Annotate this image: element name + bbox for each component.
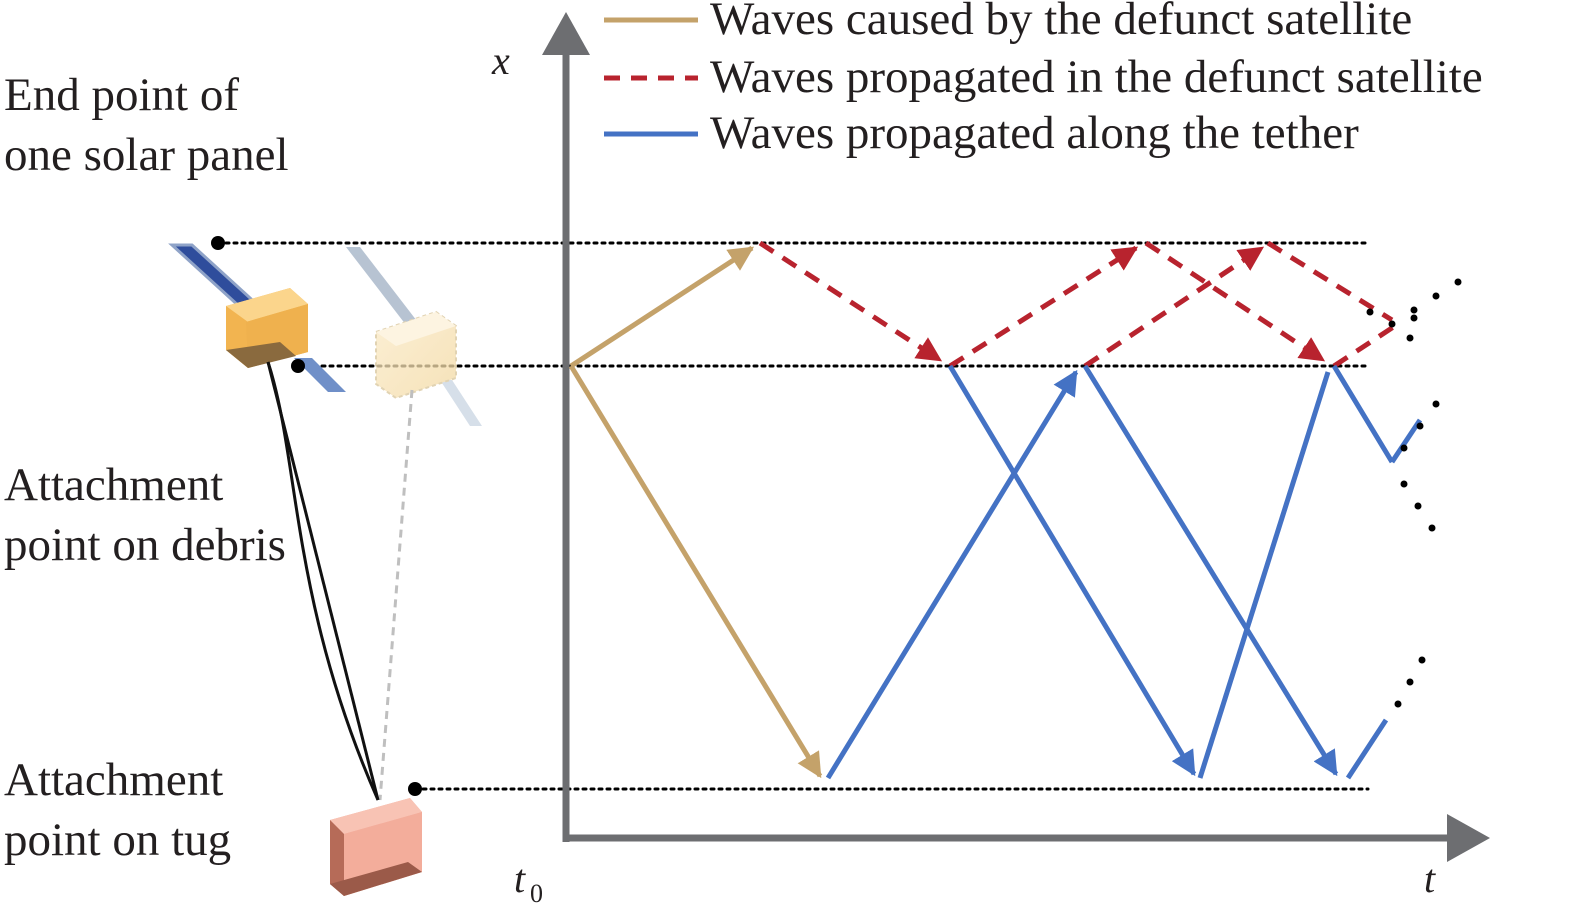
satellite-internal-waves bbox=[758, 240, 1400, 369]
blue-wave-4 bbox=[1197, 371, 1331, 779]
blue-wave-6 bbox=[1389, 418, 1423, 464]
red-wave-3 bbox=[1144, 240, 1326, 363]
solar-panel-end-dot bbox=[211, 236, 225, 250]
red-wave-1 bbox=[758, 240, 943, 363]
defunct-satellite bbox=[168, 243, 380, 801]
blue-wave-2 bbox=[947, 364, 1197, 777]
continuation-dots bbox=[1366, 278, 1462, 708]
reference-lines bbox=[216, 241, 1370, 791]
tug-attach-label-line2: point on tug bbox=[4, 814, 231, 866]
tug-attachment-dot bbox=[408, 782, 422, 796]
red-wave-6 bbox=[1332, 321, 1400, 369]
blue-wave-7 bbox=[1345, 718, 1389, 780]
debris-attachment-dot bbox=[291, 359, 305, 373]
legend-item-tether-waves: Waves propagated along the tether bbox=[604, 107, 1359, 159]
t0-label: t bbox=[514, 856, 526, 901]
tan-wave-up bbox=[569, 245, 755, 369]
legend: Waves caused by the defunct satellite Wa… bbox=[604, 0, 1483, 159]
end-point-label-line2: one solar panel bbox=[4, 129, 289, 181]
t0-subscript: 0 bbox=[530, 879, 543, 908]
tug-attach-label-line1: Attachment bbox=[4, 754, 223, 806]
red-wave-4 bbox=[1083, 245, 1265, 369]
end-point-label-line1: End point of bbox=[4, 69, 239, 121]
t-axis-label: t bbox=[1424, 856, 1436, 901]
side-labels: End point of one solar panel Attachment … bbox=[4, 69, 289, 866]
red-wave-5 bbox=[1266, 240, 1394, 323]
legend-item-satellite-internal-waves: Waves propagated in the defunct satellit… bbox=[604, 51, 1483, 103]
legend-label: Waves propagated in the defunct satellit… bbox=[710, 51, 1483, 103]
ghost-tether bbox=[378, 389, 414, 801]
legend-item-satellite-waves: Waves caused by the defunct satellite bbox=[604, 0, 1412, 45]
tan-wave-down bbox=[568, 364, 823, 779]
tug bbox=[330, 798, 422, 896]
x-axis-arrow bbox=[542, 12, 590, 55]
red-wave-2 bbox=[948, 245, 1139, 369]
tether-waves bbox=[825, 364, 1423, 780]
axes bbox=[542, 12, 1490, 862]
t-axis-arrow bbox=[1447, 814, 1490, 862]
x-axis-label: x bbox=[491, 38, 510, 83]
legend-label: Waves caused by the defunct satellite bbox=[710, 0, 1412, 45]
blue-wave-3 bbox=[1082, 364, 1339, 777]
solar-panel-lower bbox=[294, 358, 346, 392]
legend-label: Waves propagated along the tether bbox=[710, 107, 1359, 159]
attachment-dots bbox=[211, 236, 422, 796]
debris-attach-label-line1: Attachment bbox=[4, 459, 223, 511]
debris-attach-label-line2: point on debris bbox=[4, 519, 286, 571]
axis-labels: x t t 0 bbox=[491, 38, 1436, 908]
ghost-satellite bbox=[346, 247, 482, 801]
satellite-waves bbox=[568, 245, 823, 779]
blue-wave-1 bbox=[825, 369, 1079, 780]
blue-wave-5 bbox=[1331, 364, 1395, 464]
